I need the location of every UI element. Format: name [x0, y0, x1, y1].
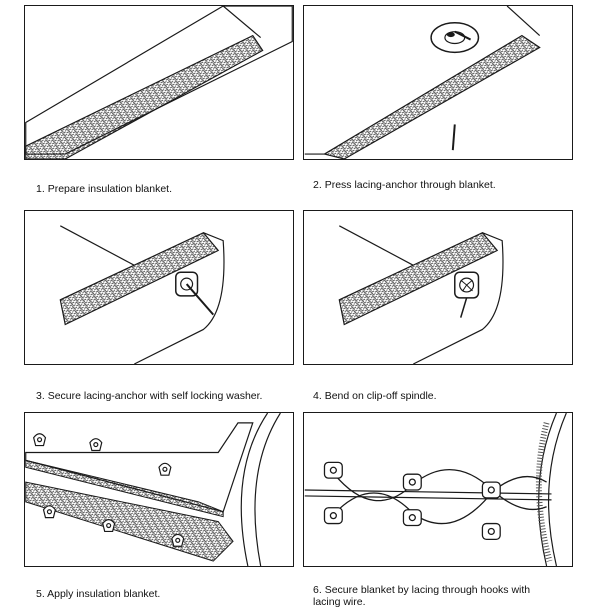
upper-blanket-edge [25, 459, 224, 518]
step-2-illustration [303, 5, 573, 160]
clip-off-spindle-drawing [338, 225, 504, 364]
anchor-spike [451, 124, 456, 151]
step-2-caption: 2. Press lacing-anchor through blanket. [313, 179, 496, 191]
lacing-hook-icon [323, 461, 501, 540]
blanket-edge [25, 34, 264, 159]
blanket-with-anchor-drawing [304, 6, 541, 159]
step-5-caption: 5. Apply insulation blanket. [36, 588, 161, 600]
step-1-caption: 1. Prepare insulation blanket. [36, 183, 173, 195]
self-locking-washer-icon [175, 271, 215, 316]
step-4-illustration [303, 210, 573, 365]
lacing-anchor-icon [430, 22, 480, 54]
blanket-edge [338, 231, 499, 326]
step-3-caption: 3. Secure lacing-anchor with self lockin… [36, 390, 263, 402]
step-6-illustration [303, 412, 573, 567]
anchor-hook-icon [32, 433, 185, 547]
blanket-edge [59, 231, 220, 326]
lacing-wire [333, 469, 547, 525]
step-3-illustration [24, 210, 294, 365]
lacing-wire-drawing [304, 413, 567, 566]
step-6-caption: 6. Secure blanket by lacing through hook… [313, 584, 531, 608]
step-5-illustration [24, 412, 294, 567]
step-4-caption: 4. Bend on clip-off spindle. [313, 390, 437, 402]
blanket-edge [322, 34, 541, 159]
blanket-drawing [25, 6, 293, 159]
step-1-illustration [24, 5, 294, 160]
washer-securing-drawing [59, 225, 225, 364]
apply-blanket-drawing [25, 413, 281, 566]
bent-spindle-icon [454, 271, 480, 318]
